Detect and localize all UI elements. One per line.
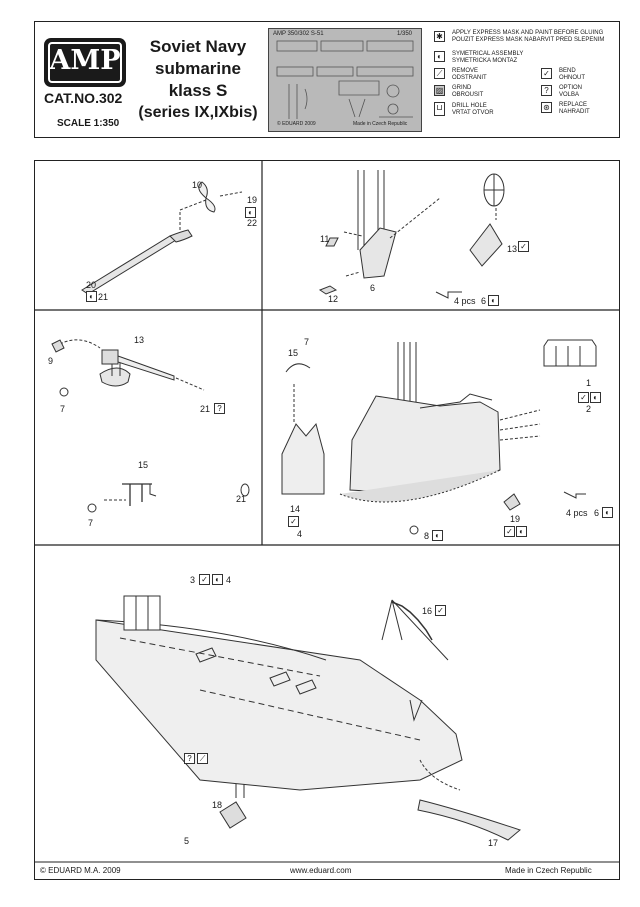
fret-copyright: © EDUARD 2009 <box>277 121 316 127</box>
option-icon: ? <box>184 753 195 764</box>
symmetrical-icon: ◐ <box>602 507 613 518</box>
drill-icon: ⊔ <box>434 102 445 116</box>
title-line-3: klass S <box>168 81 228 100</box>
bend-icon: ✓ <box>518 241 529 252</box>
scale-label: SCALE 1:350 <box>57 118 120 129</box>
bend-icon: ✓ <box>578 392 589 403</box>
part-4b: 4 <box>226 575 232 585</box>
star-icon: ✱ <box>434 31 445 42</box>
part-14: 14 <box>290 504 301 514</box>
bend-icon: ✓ <box>199 574 210 585</box>
tower-top-drawing <box>318 170 505 299</box>
propeller-shaft-drawing <box>81 181 243 295</box>
title-line-4: (series IX,IXbis) <box>138 104 258 121</box>
part-17: 17 <box>488 838 499 848</box>
symmetrical-icon: ◐ <box>86 291 97 302</box>
part-21: 21 <box>98 292 109 302</box>
grind-icon: ▨ <box>434 85 445 96</box>
fret-label: AMP 350/302 S-51 <box>273 31 324 37</box>
bend-icon: ✓ <box>288 516 299 527</box>
part-12: 12 <box>328 294 339 304</box>
qty-label: 4 pcs <box>454 296 476 306</box>
header-frame <box>34 21 620 138</box>
fret-scale: 1/350 <box>397 31 413 37</box>
legend-remove: REMOVE ODSTRANIT <box>452 68 487 81</box>
symmetrical-icon: ◐ <box>434 51 445 62</box>
part-6b: 6 <box>481 296 487 306</box>
part-7c: 7 <box>88 518 94 528</box>
fret-parts-icon <box>276 40 414 119</box>
logo-text: AMP <box>49 45 121 76</box>
legend-mask: APPLY EXPRESS MASK AND PAINT BEFORE GLUI… <box>452 30 605 43</box>
fret-image: AMP 350/302 S-51 1/350 © EDUARD 2009 Mad… <box>268 28 422 132</box>
part-11: 11 <box>320 234 330 244</box>
symmetrical-icon: ◐ <box>590 392 601 403</box>
part-6: 6 <box>370 283 376 293</box>
part-3: 3 <box>190 575 196 585</box>
remove-icon: ⟋ <box>197 753 208 764</box>
symmetrical-icon: ◐ <box>212 574 223 585</box>
legend-grind: GRIND OBROUSIT <box>452 85 484 98</box>
legend-drill: DRILL HOLE VRTAT OTVOR <box>452 103 494 116</box>
replace-icon: ⊛ <box>541 102 552 113</box>
footer-made-in: Made in Czech Republic <box>505 866 592 875</box>
bend-icon: ✓ <box>541 68 552 79</box>
amp-logo: AMP <box>44 38 126 87</box>
part-16: 16 <box>422 606 433 616</box>
part-6c: 6 <box>594 508 600 518</box>
part-4: 4 <box>297 529 303 539</box>
part-18: 18 <box>212 800 223 810</box>
title-line-1: Soviet Navy <box>149 37 247 56</box>
bow-hull-drawing <box>95 595 522 841</box>
part-13: 13 <box>507 244 518 254</box>
legend-bend: BEND OHNOUT <box>559 68 585 81</box>
part-15b: 15 <box>138 460 149 470</box>
symmetrical-icon: ◐ <box>432 530 443 541</box>
stand-drawing <box>87 483 157 513</box>
part-7: 7 <box>60 404 66 414</box>
legend-replace: REPLACE NAHRADIT <box>559 102 590 115</box>
deck-gun-drawing <box>51 339 205 397</box>
legend-symmetrical: SYMETRICAL ASSEMBLY SYMETRICKA MONTAZ <box>452 51 524 64</box>
part-20: 20 <box>86 280 97 290</box>
option-icon: ? <box>541 85 552 96</box>
part-19b: 19 <box>510 514 521 524</box>
conning-tower-drawing <box>240 339 597 535</box>
instructions-frame <box>34 160 620 880</box>
part-2: 2 <box>586 404 592 414</box>
part-9: 9 <box>48 356 54 366</box>
kit-title: Soviet Navy submarine klass S (series IX… <box>128 36 268 124</box>
part-21b: 21 <box>200 404 211 414</box>
symmetrical-icon: ◐ <box>516 526 527 537</box>
catalog-number: CAT.NO.302 <box>44 90 123 106</box>
part-8: 8 <box>424 531 430 541</box>
footer-website[interactable]: www.eduard.com <box>290 866 352 875</box>
symmetrical-icon: ◐ <box>245 207 256 218</box>
part-19: 19 <box>247 195 258 205</box>
part-21c: 21 <box>236 494 247 504</box>
part-5: 5 <box>184 836 190 846</box>
bend-icon: ✓ <box>504 526 515 537</box>
bend-icon: ✓ <box>435 605 446 616</box>
remove-icon: ⟋ <box>434 68 445 79</box>
legend-option: OPTION VOLBA <box>559 85 583 98</box>
part-13b: 13 <box>134 335 145 345</box>
symmetrical-icon: ◐ <box>488 295 499 306</box>
part-1: 1 <box>586 378 592 388</box>
part-10: 10 <box>192 180 203 190</box>
option-icon: ? <box>214 403 225 414</box>
part-22: 22 <box>247 218 258 228</box>
footer-copyright: © EDUARD M.A. 2009 <box>40 866 121 875</box>
part-7b: 7 <box>304 337 310 347</box>
title-line-2: submarine <box>155 59 241 78</box>
qty-label-b: 4 pcs <box>566 508 588 518</box>
fret-made: Made in Czech Republic <box>353 121 408 127</box>
part-15: 15 <box>288 348 299 358</box>
